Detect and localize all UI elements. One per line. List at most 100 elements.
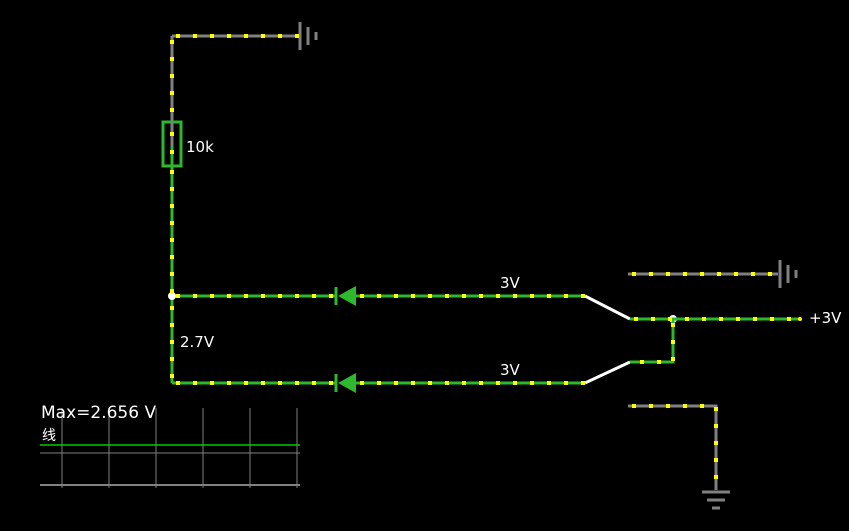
resistor-label: 10k (186, 138, 214, 156)
diode-bottom-voltage-label: 3V (500, 361, 520, 379)
current-dot (170, 272, 174, 276)
current-dot (170, 74, 174, 78)
supply-terminal[interactable] (798, 317, 802, 321)
current-dot (479, 294, 483, 298)
resistor-10k[interactable] (161, 120, 183, 168)
current-dot (768, 272, 772, 276)
current-dot (193, 34, 197, 38)
supply-voltage-label: +3V (809, 309, 842, 327)
current-dot (657, 360, 661, 364)
current-dot (193, 381, 197, 385)
current-dot (170, 357, 174, 361)
current-dot (227, 294, 231, 298)
current-dot (496, 294, 500, 298)
current-dot (462, 381, 466, 385)
current-dot (787, 317, 791, 321)
switch-top[interactable] (584, 294, 631, 321)
current-dot (479, 381, 483, 385)
current-dot (261, 34, 265, 38)
current-dot (751, 272, 755, 276)
ground-icon (778, 260, 798, 288)
current-dot (261, 381, 265, 385)
current-dot (329, 381, 333, 385)
current-dot (278, 294, 282, 298)
current-dot (668, 317, 672, 321)
diode-bottom[interactable] (334, 373, 356, 393)
current-dot (170, 323, 174, 327)
current-dot (312, 381, 316, 385)
current-dot (176, 34, 180, 38)
current-dot (714, 424, 718, 428)
current-dot (411, 294, 415, 298)
scope-max-readout: Max=2.656 V (41, 403, 157, 423)
current-dot (702, 317, 706, 321)
current-dot (700, 404, 704, 408)
current-dot (170, 40, 174, 44)
current-dot (717, 272, 721, 276)
current-dot (394, 381, 398, 385)
current-dot (671, 340, 675, 344)
current-dot (685, 317, 689, 321)
current-dot (170, 306, 174, 310)
scope-grid (40, 408, 300, 488)
current-dot (736, 317, 740, 321)
current-dot (377, 381, 381, 385)
wire-junction-down[interactable] (630, 319, 675, 364)
current-dot (170, 187, 175, 191)
current-dot (227, 381, 231, 385)
current-dot (770, 317, 774, 321)
current-dot (547, 294, 551, 298)
current-dot (295, 381, 299, 385)
current-dot (462, 294, 466, 298)
current-dot (714, 441, 718, 445)
current-dot (666, 272, 670, 276)
current-dot (295, 294, 299, 298)
current-dot (377, 294, 381, 298)
current-dot (261, 294, 265, 298)
current-dot (634, 317, 638, 321)
current-dot (671, 357, 675, 361)
current-dot (632, 272, 636, 276)
current-dot (445, 294, 449, 298)
ground-icon (702, 490, 730, 510)
current-dot (360, 381, 364, 385)
current-dot (176, 294, 180, 298)
current-dot (170, 91, 174, 95)
current-dot (170, 340, 174, 344)
current-dot (753, 317, 757, 321)
current-dot (651, 317, 655, 321)
current-dot (394, 294, 398, 298)
current-dot (581, 381, 585, 385)
current-dot (278, 381, 282, 385)
current-dot (295, 34, 299, 38)
scope-channel-label: 线 (42, 428, 56, 444)
current-dot (170, 221, 174, 225)
current-dot (411, 381, 415, 385)
current-dot (170, 374, 174, 378)
switch-bottom[interactable] (584, 360, 631, 385)
current-dot (581, 294, 585, 298)
current-dot (714, 458, 718, 462)
current-dot (734, 272, 738, 276)
current-dot (564, 294, 568, 298)
current-dot (700, 272, 704, 276)
current-dot (170, 108, 174, 112)
current-dot (278, 34, 282, 38)
current-dot (719, 317, 723, 321)
current-dot (312, 294, 316, 298)
current-dot (210, 381, 214, 385)
wire-right-bottom-ground[interactable] (628, 404, 718, 490)
current-dot (632, 404, 636, 408)
node-voltage-label: 2.7V (180, 333, 215, 351)
current-dot (547, 381, 551, 385)
current-dot (176, 381, 180, 385)
current-dot (530, 381, 534, 385)
current-dot (244, 381, 248, 385)
current-dot (210, 294, 214, 298)
current-dot (666, 404, 670, 408)
current-dot (329, 294, 333, 298)
current-dot (210, 34, 214, 38)
diode-top[interactable] (334, 286, 356, 306)
current-dot (683, 404, 687, 408)
